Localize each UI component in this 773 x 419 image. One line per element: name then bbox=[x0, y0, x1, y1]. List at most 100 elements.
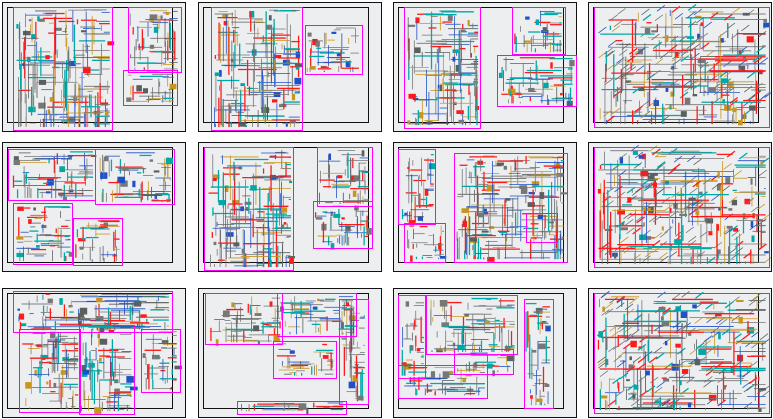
drawing-line bbox=[601, 309, 610, 316]
drawing-line bbox=[694, 317, 703, 324]
drawing-block bbox=[684, 97, 691, 105]
viewport-frame[interactable] bbox=[404, 7, 481, 129]
drawing-block bbox=[53, 382, 57, 388]
viewport-frame[interactable] bbox=[19, 329, 81, 413]
drawing-line bbox=[650, 376, 659, 384]
viewport-frame[interactable] bbox=[454, 349, 514, 375]
viewport-frame[interactable] bbox=[454, 153, 568, 263]
viewport-frame[interactable] bbox=[398, 365, 488, 399]
drawing-sheet[interactable] bbox=[588, 142, 772, 272]
viewport-frame[interactable] bbox=[313, 201, 373, 249]
drawing-block bbox=[218, 200, 226, 206]
drawing-sheet[interactable] bbox=[393, 288, 577, 418]
drawing-sheet[interactable] bbox=[198, 2, 382, 132]
drawing-block bbox=[289, 257, 294, 264]
viewport-frame[interactable] bbox=[79, 325, 135, 415]
drawing-block bbox=[215, 339, 219, 347]
drawing-block bbox=[404, 212, 408, 215]
drawing-line bbox=[620, 236, 629, 244]
viewport-frame[interactable] bbox=[398, 295, 426, 379]
drawing-block bbox=[720, 38, 724, 43]
drawing-block bbox=[39, 18, 45, 22]
viewport-frame[interactable] bbox=[526, 213, 558, 243]
viewport-frame[interactable] bbox=[317, 147, 373, 207]
viewport-frame[interactable] bbox=[512, 7, 566, 55]
drawing-block bbox=[664, 35, 669, 43]
drawing-line bbox=[741, 24, 750, 32]
sheet-frame bbox=[398, 7, 564, 123]
viewport-frame[interactable] bbox=[13, 291, 173, 333]
drawing-block bbox=[507, 88, 516, 95]
drawing-sheet[interactable] bbox=[393, 142, 577, 272]
viewport-frame[interactable] bbox=[123, 70, 178, 106]
drawing-sheet[interactable] bbox=[588, 2, 772, 132]
drawing-line bbox=[610, 331, 619, 338]
drawing-block bbox=[287, 256, 296, 259]
viewport-frame[interactable] bbox=[237, 401, 347, 415]
drawing-block bbox=[439, 256, 447, 259]
viewport-frame[interactable] bbox=[204, 147, 294, 271]
drawing-sheet[interactable] bbox=[198, 142, 382, 272]
drawing-line bbox=[617, 323, 626, 330]
cad-drawing bbox=[597, 144, 771, 265]
drawing-block bbox=[257, 340, 261, 345]
viewport-frame[interactable] bbox=[128, 7, 182, 73]
drawing-line bbox=[597, 356, 606, 364]
drawing-line bbox=[654, 14, 664, 22]
drawing-block bbox=[77, 313, 84, 320]
viewport-frame[interactable] bbox=[497, 55, 577, 107]
drawing-block bbox=[464, 313, 469, 317]
drawing-block bbox=[149, 14, 158, 21]
viewport-frame[interactable] bbox=[141, 329, 181, 393]
drawing-sheet[interactable] bbox=[198, 288, 382, 418]
drawing-block bbox=[752, 213, 755, 219]
viewport-frame[interactable] bbox=[398, 149, 436, 225]
drawing-line bbox=[711, 194, 720, 201]
viewport-frame[interactable] bbox=[205, 293, 283, 345]
drawing-sheet[interactable] bbox=[393, 2, 577, 132]
viewport-frame[interactable] bbox=[426, 295, 518, 355]
viewport-frame[interactable] bbox=[594, 7, 770, 128]
drawing-sheet[interactable] bbox=[588, 288, 772, 418]
viewport-frame[interactable] bbox=[13, 203, 73, 265]
drawing-line bbox=[703, 380, 712, 388]
viewport-frame[interactable] bbox=[13, 7, 113, 131]
drawing-line bbox=[718, 318, 728, 326]
viewport-frame[interactable] bbox=[273, 341, 337, 379]
viewport-frame[interactable] bbox=[305, 25, 363, 75]
drawing-block bbox=[31, 34, 36, 40]
drawing-block bbox=[436, 349, 443, 353]
drawing-block bbox=[670, 91, 674, 97]
drawing-line bbox=[688, 80, 697, 87]
drawing-block bbox=[353, 175, 361, 181]
drawing-block bbox=[281, 224, 285, 229]
viewport-frame[interactable] bbox=[594, 293, 770, 414]
viewport-frame[interactable] bbox=[404, 223, 446, 263]
drawing-block bbox=[154, 194, 158, 199]
drawing-block bbox=[60, 370, 69, 375]
viewport-frame[interactable] bbox=[594, 147, 770, 268]
viewport-frame[interactable] bbox=[277, 293, 357, 337]
viewport-frame[interactable] bbox=[95, 149, 175, 205]
viewport-frame[interactable] bbox=[524, 299, 554, 409]
drawing-line bbox=[646, 385, 656, 393]
viewport-frame[interactable] bbox=[211, 7, 303, 131]
drawing-sheet[interactable] bbox=[2, 288, 186, 418]
drawing-line bbox=[654, 58, 664, 65]
drawing-line bbox=[611, 25, 621, 32]
drawing-block bbox=[454, 102, 457, 106]
drawing-line bbox=[641, 8, 650, 16]
drawing-block bbox=[725, 177, 731, 184]
viewport-frame[interactable] bbox=[339, 299, 369, 405]
drawing-sheet[interactable] bbox=[2, 142, 186, 272]
drawing-block bbox=[328, 153, 332, 161]
viewport-frame[interactable] bbox=[8, 149, 96, 201]
drawing-block bbox=[438, 46, 441, 53]
viewport-frame[interactable] bbox=[73, 218, 123, 266]
drawing-line bbox=[681, 290, 690, 298]
drawing-sheet[interactable] bbox=[2, 2, 186, 132]
drawing-line bbox=[702, 340, 712, 347]
drawing-block bbox=[496, 162, 504, 166]
drawing-block bbox=[723, 385, 726, 390]
drawing-block bbox=[569, 60, 575, 67]
